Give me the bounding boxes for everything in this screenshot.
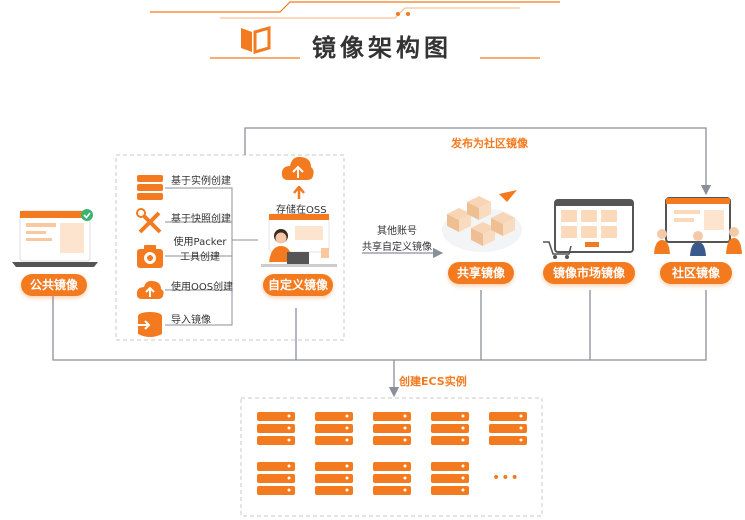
marketplace-illustration <box>543 199 634 259</box>
community-image-node[interactable]: 社区镜像 <box>660 262 732 284</box>
camera-icon <box>137 245 163 268</box>
publish-label: 发布为社区镜像 <box>451 137 528 150</box>
book-icon <box>241 26 271 54</box>
method-label-packer-line2: 工具创建 <box>180 252 220 263</box>
shared-image-node[interactable]: 共享镜像 <box>448 262 514 284</box>
ecs-instances-grid <box>257 412 527 495</box>
method-label-import: 导入镜像 <box>171 315 211 326</box>
method-label-oos: 使用OOS创建 <box>171 282 234 293</box>
more-instances-ellipsis: ••• <box>492 470 520 486</box>
shared-boxes-illustration <box>442 190 522 252</box>
share-edge-line1: 其他账号 <box>377 226 417 237</box>
database-import-icon <box>136 312 162 337</box>
server-icon <box>137 175 163 200</box>
method-label-packer-line1: 使用Packer <box>173 237 227 248</box>
custom-image-node[interactable]: 自定义镜像 <box>263 274 333 296</box>
cloud-storage-icon <box>281 156 314 180</box>
tools-icon <box>136 208 162 234</box>
cloud-upload-icon <box>136 280 164 299</box>
monitor-illustration <box>12 209 98 267</box>
header-decoration <box>150 1 560 59</box>
community-illustration <box>654 197 742 256</box>
method-label-snapshot: 基于快照创建 <box>171 214 231 225</box>
storage-label: 存储在OSS <box>276 205 327 216</box>
public-image-node[interactable]: 公共镜像 <box>21 274 87 296</box>
create-ecs-label: 创建ECS实例 <box>399 375 467 388</box>
developer-illustration <box>261 213 337 267</box>
share-edge-line2: 共享自定义镜像 <box>362 242 432 253</box>
page-title: 镜像架构图 <box>312 34 452 62</box>
up-arrow-icon <box>293 186 305 199</box>
marketplace-image-node[interactable]: 镜像市场镜像 <box>543 262 635 284</box>
method-label-instance: 基于实例创建 <box>171 176 231 187</box>
method-label-packer: 使用Packer 工具创建 <box>170 233 230 263</box>
